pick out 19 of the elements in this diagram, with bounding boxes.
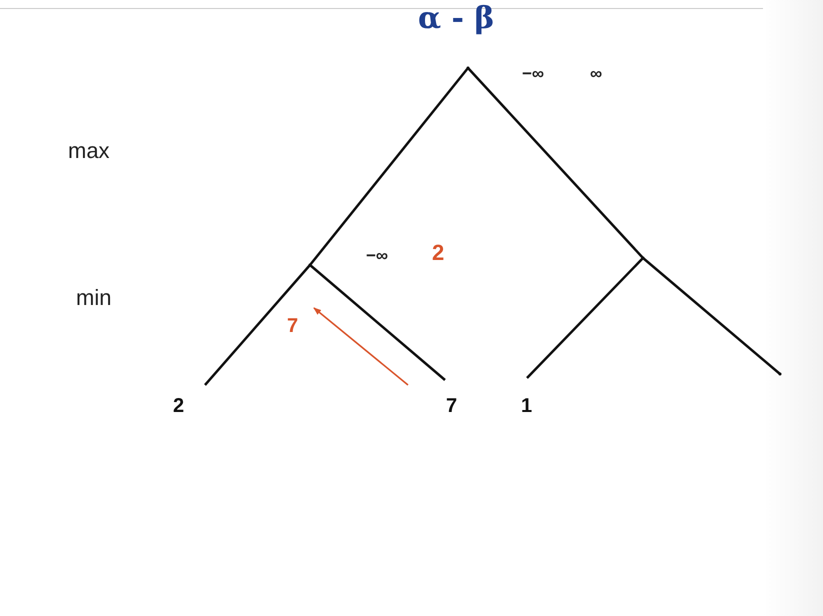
arrow — [313, 307, 408, 386]
bound-value: −∞ — [522, 65, 544, 82]
tree-branch — [309, 67, 469, 266]
tree-node-point — [466, 66, 470, 70]
level-label: min — [76, 287, 112, 309]
tree-branch — [309, 264, 446, 381]
node-value: 2 — [432, 242, 444, 264]
leaf-value: 2 — [173, 396, 184, 416]
bound-value: −∞ — [366, 247, 388, 264]
leaf-value: 7 — [446, 396, 458, 416]
tree-branch — [526, 257, 644, 379]
tree-branch — [642, 257, 781, 375]
bound-value: ∞ — [590, 65, 602, 82]
tree-branch — [467, 67, 644, 259]
title: α - β — [418, 4, 494, 34]
tree-node-point — [778, 372, 782, 376]
leaf-value: 1 — [521, 396, 532, 416]
level-label: max — [68, 140, 110, 162]
tree-branch — [204, 264, 311, 386]
